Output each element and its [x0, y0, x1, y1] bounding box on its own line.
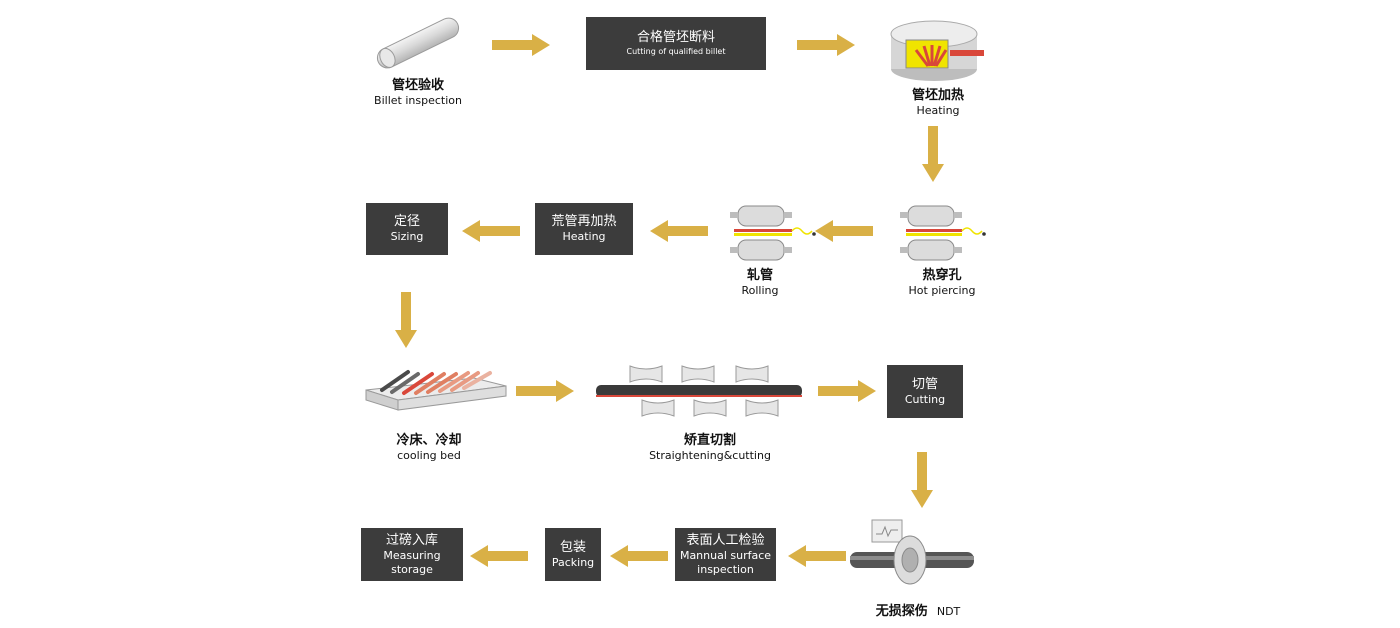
step-label-en: NDT: [936, 605, 961, 618]
caption-cooling-bed: 冷床、冷却 cooling bed: [376, 433, 482, 462]
step-box-manual-inspection: 表面人工检验 Mannual surface inspection: [675, 528, 776, 581]
step-label-en: Cutting of qualified billet: [626, 46, 726, 56]
caption-billet-inspection: 管坯验收 Billet inspection: [366, 78, 470, 107]
step-label-zh: 包装: [559, 539, 586, 555]
step-box-reheating: 荒管再加热 Heating: [535, 203, 633, 255]
step-label-zh: 表面人工检验: [686, 532, 765, 548]
arrow-right-icon: [492, 34, 550, 56]
arrow-left-icon: [610, 545, 668, 567]
step-label-en-line1: Mannual surface: [679, 548, 772, 562]
step-label-zh: 合格管坯断料: [636, 30, 715, 46]
straightening-illustration: [594, 360, 806, 422]
arrow-left-icon: [470, 545, 528, 567]
step-label-en: cooling bed: [397, 448, 461, 462]
step-label-zh: 过磅入库: [385, 532, 438, 548]
step-label-en: Rolling: [741, 283, 779, 297]
arrow-right-icon: [797, 34, 855, 56]
caption-rolling: 轧管 Rolling: [720, 268, 800, 297]
caption-straightening-cutting: 矫直切割 Straightening&cutting: [640, 433, 780, 462]
caption-ndt: 无损探伤 NDT: [860, 600, 976, 620]
arrow-down-icon: [922, 126, 944, 182]
billet-illustration: [368, 16, 468, 70]
step-label-en: Heating: [562, 230, 606, 244]
step-label-zh: 管坯验收: [391, 78, 444, 93]
hot-piercing-illustration: [898, 202, 988, 266]
step-box-packing: 包装 Packing: [545, 528, 601, 581]
arrow-left-icon: [815, 220, 873, 242]
step-label-zh: 热穿孔: [922, 268, 962, 283]
arrow-left-icon: [650, 220, 708, 242]
caption-heating: 管坯加热 Heating: [893, 88, 983, 117]
step-label-zh: 定径: [393, 214, 420, 229]
step-label-zh: 管坯加热: [911, 88, 964, 103]
step-label-en: Sizing: [390, 230, 424, 244]
step-box-cutting-billet: 合格管坯断料 Cutting of qualified billet: [586, 17, 766, 70]
step-box-measuring-storage: 过磅入库 Measuring storage: [361, 528, 463, 581]
rolling-illustration: [728, 202, 818, 266]
step-label-zh: 荒管再加热: [551, 214, 617, 229]
step-label-en: Packing: [551, 555, 595, 569]
cooling-bed-illustration: [362, 360, 508, 416]
caption-hot-piercing: 热穿孔 Hot piercing: [896, 268, 988, 297]
step-box-cutting: 切管 Cutting: [887, 365, 963, 418]
arrow-down-icon: [911, 452, 933, 508]
step-label-zh: 切管: [911, 376, 938, 392]
step-label-en: Hot piercing: [908, 283, 976, 297]
step-box-sizing: 定径 Sizing: [366, 203, 448, 255]
step-label-zh: 无损探伤: [875, 604, 928, 619]
arrow-left-icon: [788, 545, 846, 567]
step-label-zh: 轧管: [746, 268, 773, 283]
step-label-zh: 矫直切割: [683, 433, 736, 448]
step-label-en: Cutting: [904, 392, 946, 406]
step-label-en: Heating: [916, 103, 960, 117]
ndt-illustration: [848, 518, 978, 594]
arrow-down-icon: [395, 292, 417, 348]
step-label-en: Measuring storage: [383, 548, 441, 576]
arrow-right-icon: [818, 380, 876, 402]
arrow-left-icon: [462, 220, 520, 242]
step-label-en: Straightening&cutting: [649, 448, 771, 462]
arrow-right-icon: [516, 380, 574, 402]
step-label-en-line2: inspection: [697, 562, 754, 576]
step-label-en: Billet inspection: [374, 93, 462, 107]
step-label-zh: 冷床、冷却: [396, 433, 462, 448]
heating-furnace-illustration: [888, 14, 984, 84]
